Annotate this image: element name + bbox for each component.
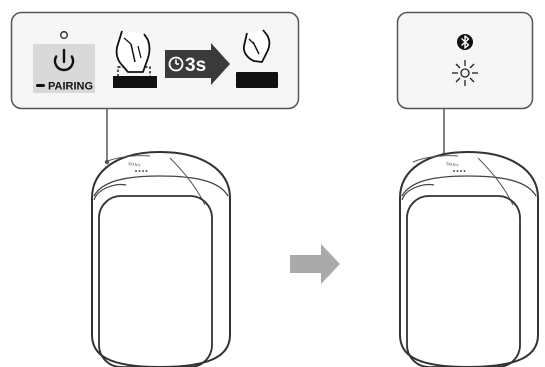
hold-3s-arrow: 3s	[165, 43, 230, 85]
power-icon	[53, 48, 75, 72]
finger-release-icon	[236, 29, 278, 88]
speaker-left: SONY	[91, 150, 231, 367]
bluetooth-icon	[457, 34, 473, 50]
step2-callout	[396, 11, 534, 158]
control-buttons	[135, 170, 148, 172]
speaker-right: SONY	[399, 150, 539, 367]
timer-clock-icon	[168, 56, 184, 72]
speaker-grille	[406, 195, 521, 367]
pairing-label: PAIRING	[48, 81, 93, 93]
power-pairing-button: PAIRING	[33, 44, 95, 93]
right-arrow-icon	[290, 244, 340, 284]
finger-press-icon	[113, 30, 157, 88]
control-buttons	[453, 170, 466, 172]
speaker-grille	[98, 195, 213, 367]
brand-logo: SONY	[446, 161, 460, 168]
pairing-dash-icon	[36, 84, 45, 87]
indicator-lamp-icon	[60, 31, 68, 39]
blinking-indicator-icon	[452, 60, 478, 86]
hold-duration-label: 3s	[185, 55, 206, 76]
step1-callout: PAIRING 3s	[10, 11, 300, 165]
brand-logo: SONY	[128, 161, 142, 168]
